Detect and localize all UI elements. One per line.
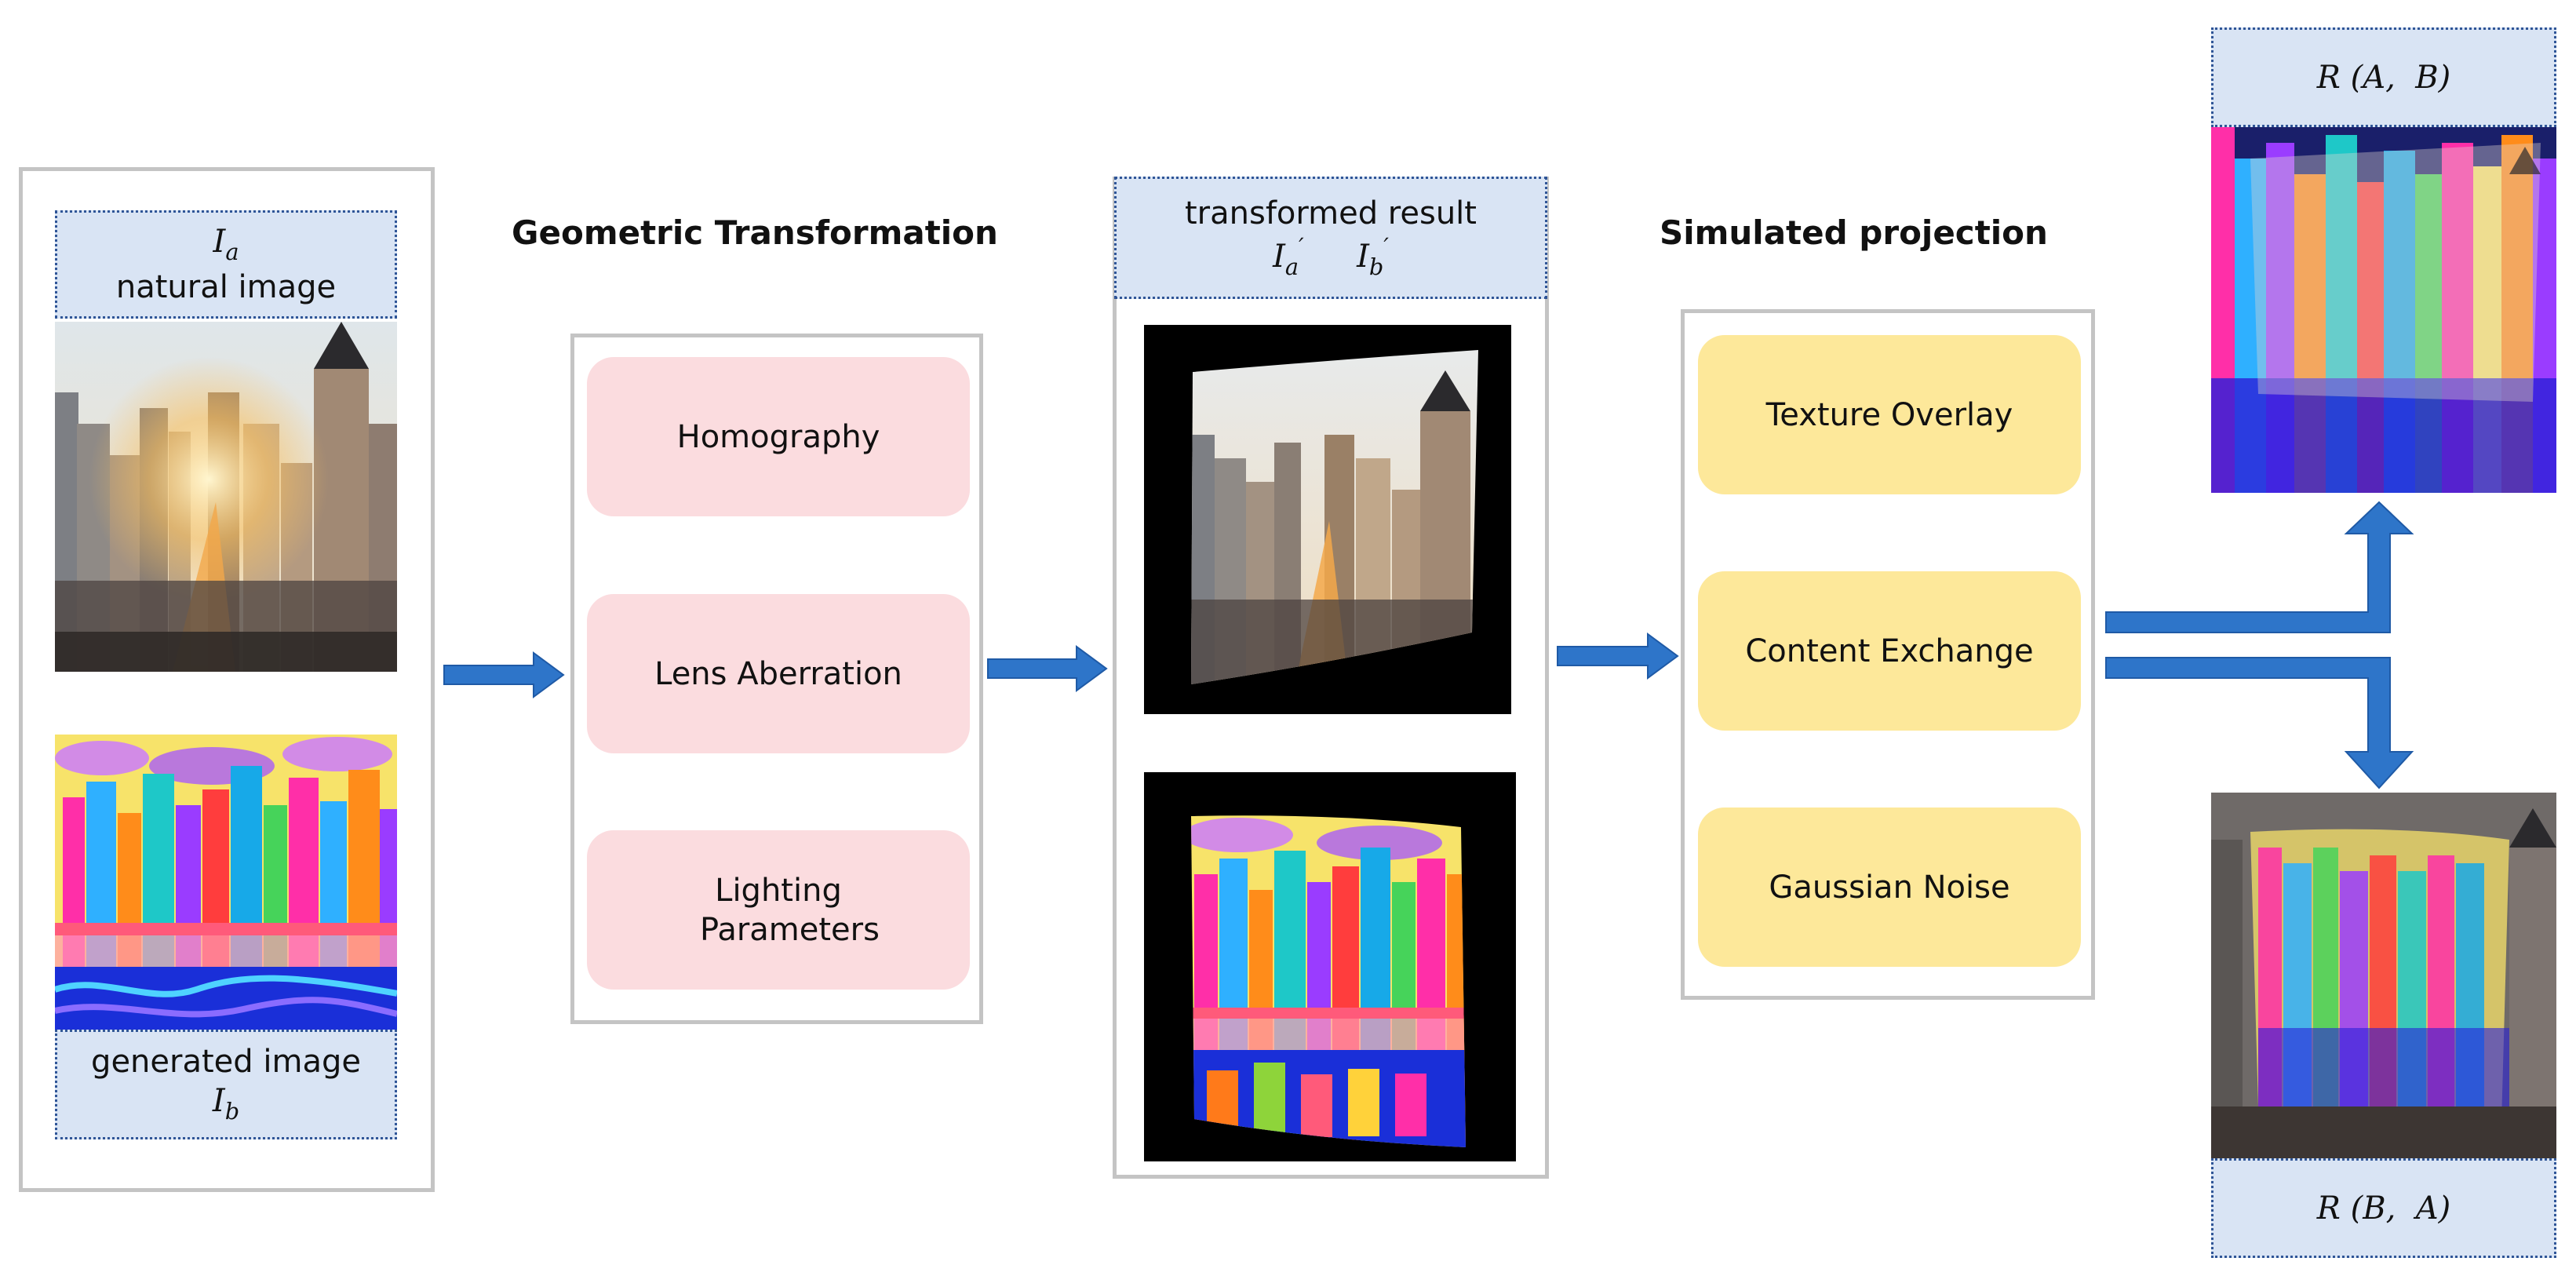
arrow-geometric-to-transformed (987, 645, 1108, 692)
output-bottom-label-text: R (B, A) (2316, 1190, 2451, 1227)
natural-image-label: Ia natural image (55, 210, 397, 319)
generated-image-label: generated image Ib (55, 1030, 397, 1139)
geometric-transformation-heading: Geometric Transformation (512, 213, 998, 252)
generated-image (55, 735, 397, 1030)
generated-image-caption: generated image (91, 1044, 361, 1081)
natural-image-symbol: Ia (213, 224, 239, 266)
transformed-result-symbols: Ia′ Ib′ (1273, 233, 1389, 280)
arrow-to-top-output (2105, 501, 2414, 633)
arrow-transformed-to-projection (1557, 633, 1679, 680)
transformed-result-caption: transformed result (1185, 195, 1477, 232)
output-top-image (2211, 127, 2556, 493)
arrow-to-bottom-output (2105, 657, 2414, 789)
natural-image-caption: natural image (115, 268, 337, 305)
arrow-inputs-to-geometric (443, 651, 565, 698)
output-top-label-text: R (A, B) (2316, 59, 2451, 96)
gaussian-noise-box: Gaussian Noise (1698, 808, 2081, 967)
natural-image (55, 322, 397, 672)
transformed-natural-image (1144, 325, 1511, 714)
lighting-parameters-box: Lighting Parameters (587, 830, 970, 990)
texture-overlay-box: Texture Overlay (1698, 335, 2081, 494)
homography-box: Homography (587, 357, 970, 516)
lens-aberration-box: Lens Aberration (587, 594, 970, 753)
output-top-label: R (A, B) (2211, 27, 2556, 127)
transformed-generated-image (1144, 772, 1516, 1161)
simulated-projection-heading: Simulated projection (1660, 213, 2048, 252)
transformed-result-label: transformed result Ia′ Ib′ (1114, 177, 1547, 299)
output-bottom-image (2211, 793, 2556, 1158)
output-bottom-label: R (B, A) (2211, 1158, 2556, 1258)
lighting-parameters-label: Lighting Parameters (700, 872, 880, 948)
content-exchange-box: Content Exchange (1698, 571, 2081, 731)
generated-image-symbol: Ib (212, 1083, 240, 1125)
